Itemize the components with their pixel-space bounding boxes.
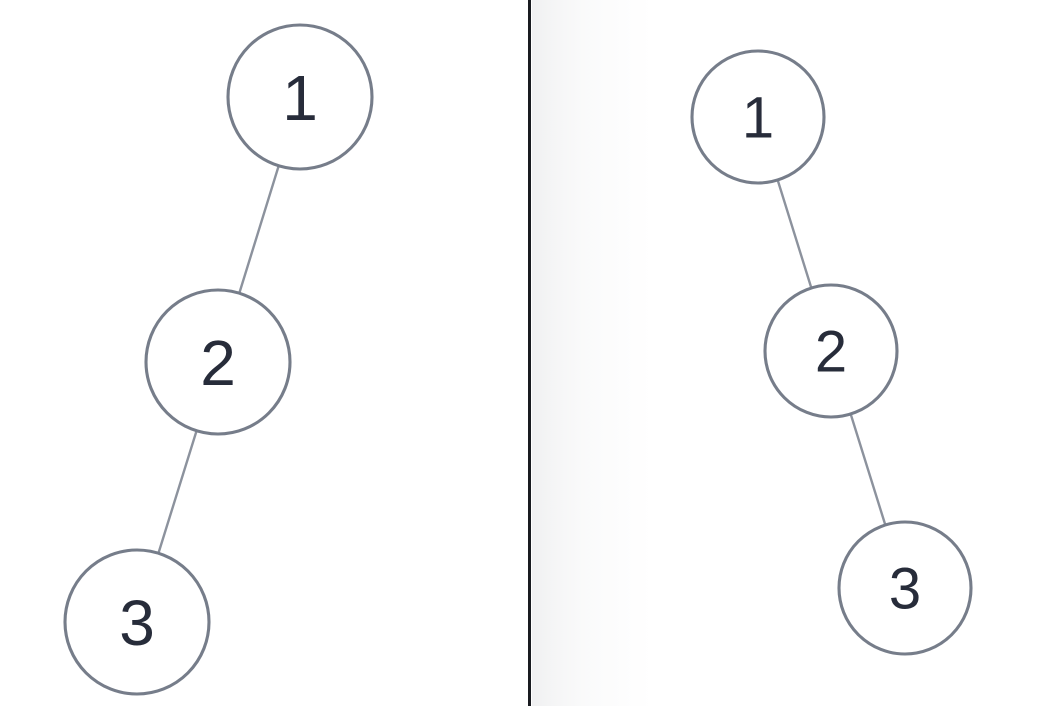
node-label-3: 3 bbox=[119, 587, 155, 659]
left-tree-panel: 1 2 3 bbox=[63, 23, 374, 696]
tree-edge-1-2 bbox=[238, 164, 280, 295]
node-label-3: 3 bbox=[889, 557, 921, 622]
tree-edge-2-3 bbox=[157, 429, 198, 555]
node-circle-1[interactable] bbox=[690, 49, 826, 185]
tree-edge-2-3 bbox=[849, 412, 887, 527]
node-circle-2[interactable] bbox=[763, 283, 899, 419]
node-label-2: 2 bbox=[200, 327, 236, 399]
right-tree-graph: 1 2 3 bbox=[690, 49, 973, 656]
tree-edge-1-2 bbox=[776, 178, 813, 290]
left-tree-graph: 1 2 3 bbox=[63, 23, 374, 696]
node-label-1: 1 bbox=[282, 62, 318, 134]
node-label-2: 2 bbox=[815, 320, 847, 385]
tree-node-2[interactable]: 2 bbox=[144, 288, 292, 436]
right-tree-panel: 1 2 3 bbox=[532, 0, 1044, 706]
tree-node-3[interactable]: 3 bbox=[63, 548, 211, 696]
node-circle-3[interactable] bbox=[837, 520, 973, 656]
node-label-1: 1 bbox=[742, 86, 774, 151]
tree-node-2[interactable]: 2 bbox=[763, 283, 899, 419]
node-circle-3[interactable] bbox=[63, 548, 211, 696]
node-circle-2[interactable] bbox=[144, 288, 292, 436]
panel-divider bbox=[528, 0, 531, 706]
tree-node-3[interactable]: 3 bbox=[837, 520, 973, 656]
tree-node-1[interactable]: 1 bbox=[690, 49, 826, 185]
tree-node-1[interactable]: 1 bbox=[226, 23, 374, 171]
node-circle-1[interactable] bbox=[226, 23, 374, 171]
